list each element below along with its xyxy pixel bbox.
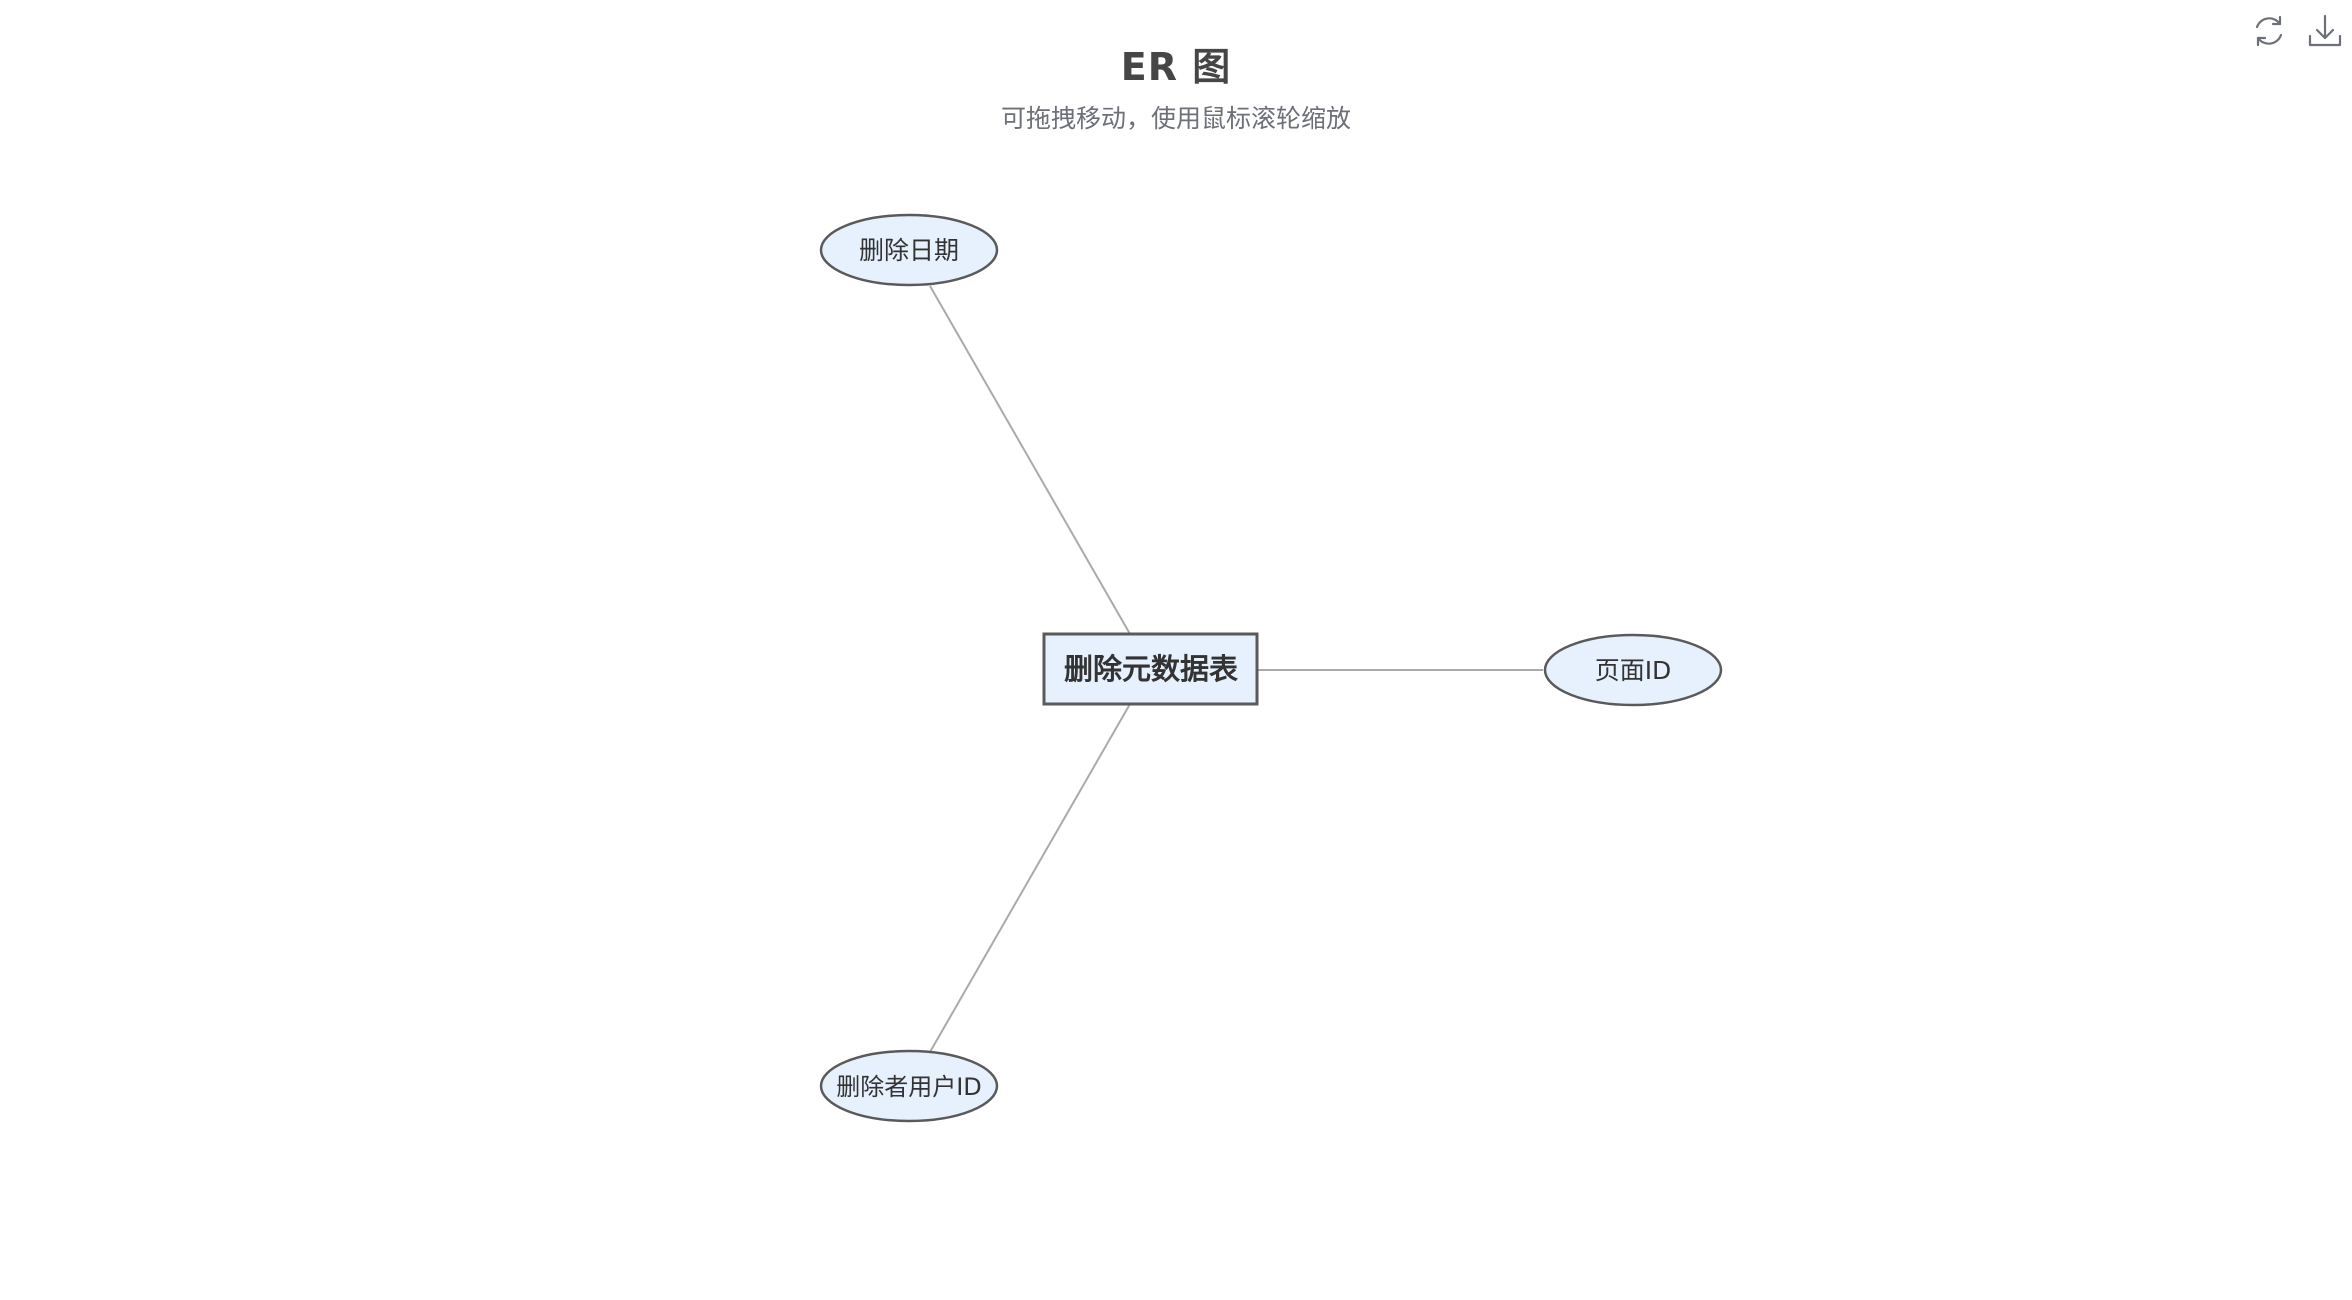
restore-button[interactable] [2250, 12, 2288, 50]
attribute-ellipse [819, 213, 999, 287]
attribute-node-delete-date[interactable]: 删除日期 [819, 213, 999, 287]
toolbox [2250, 12, 2344, 50]
chart-title: ER 图 [1120, 45, 1232, 89]
entity-rect [1042, 632, 1259, 706]
attribute-label: 删除日期 [859, 236, 959, 265]
attribute-ellipse [819, 1049, 999, 1123]
attribute-label: 删除者用户ID [836, 1073, 982, 1101]
edges [929, 285, 1543, 1053]
attribute-ellipse [1543, 633, 1723, 707]
download-icon [2308, 14, 2342, 47]
entity-label: 删除元数据表 [1064, 652, 1238, 686]
refresh-icon [2255, 15, 2283, 47]
attribute-label: 页面ID [1595, 656, 1672, 685]
edge-entity-to-delete-date [929, 285, 1131, 635]
chart-subtitle: 可拖拽移动，使用鼠标滚轮缩放 [1000, 104, 1351, 133]
edge-entity-to-deleter-user-id [929, 703, 1131, 1053]
attribute-node-page-id[interactable]: 页面ID [1543, 633, 1723, 707]
entity-node-delete-metadata-table[interactable]: 删除元数据表 [1042, 632, 1259, 706]
save-as-image-button[interactable] [2306, 12, 2344, 50]
attribute-node-deleter-user-id[interactable]: 删除者用户ID [819, 1049, 999, 1123]
